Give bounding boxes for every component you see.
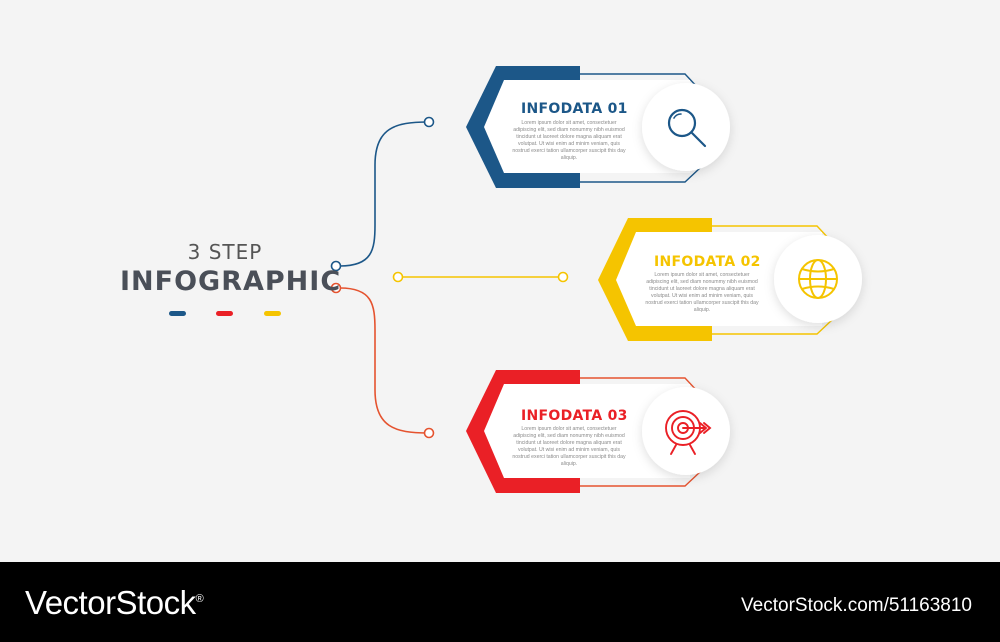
- step-card-3-panel: [484, 384, 578, 478]
- page-title: INFOGRAPHIC: [120, 266, 342, 297]
- connector-node-yellow-start: [392, 271, 404, 283]
- step-3-title: INFODATA 03: [521, 408, 628, 424]
- connector-red: [339, 287, 429, 434]
- target-icon: [665, 410, 712, 455]
- watermark-logo: VectorStock®: [25, 584, 204, 622]
- step-3-text: Lorem ipsum dolor sit amet, consectetuer…: [512, 426, 626, 467]
- step-card-2: [598, 218, 862, 341]
- connector-node-yellow-end: [557, 271, 569, 283]
- dash-yellow: [264, 311, 281, 316]
- step-2-text: Lorem ipsum dolor sit amet, consectetuer…: [645, 272, 759, 313]
- connector-node-red-end: [423, 427, 435, 439]
- connector-node-blue-start: [330, 260, 342, 272]
- watermark-bar: VectorStock® VectorStock.com/51163810: [0, 562, 1000, 642]
- step-card-1: [466, 66, 730, 188]
- step-card-3-icon-circle: [642, 387, 730, 475]
- globe-icon: [798, 259, 838, 299]
- watermark-reg: ®: [195, 593, 204, 605]
- dash-blue: [169, 311, 186, 316]
- step-card-2-panel: [616, 232, 710, 326]
- dash-red: [216, 311, 233, 316]
- connector-node-blue-end: [423, 116, 435, 128]
- step-1-title: INFODATA 01: [521, 101, 628, 117]
- step-1-text: Lorem ipsum dolor sit amet, consectetuer…: [512, 120, 626, 161]
- step-2-title: INFODATA 02: [654, 254, 761, 270]
- connector-blue: [339, 121, 429, 267]
- diagram-svg: [330, 66, 862, 493]
- step-card-1-icon-circle: [642, 83, 730, 171]
- watermark-brand: VectorStock: [25, 584, 196, 621]
- infographic-canvas: 3 STEP INFOGRAPHIC INFODATA 01 Lorem ips…: [120, 66, 862, 493]
- watermark-url: VectorStock.com/51163810: [741, 595, 972, 616]
- magnifier-icon: [667, 108, 707, 148]
- step-card-1-panel: [484, 80, 578, 173]
- subtitle: 3 STEP: [187, 240, 263, 264]
- step-card-3: [466, 370, 730, 493]
- connector-node-red-start: [330, 282, 342, 294]
